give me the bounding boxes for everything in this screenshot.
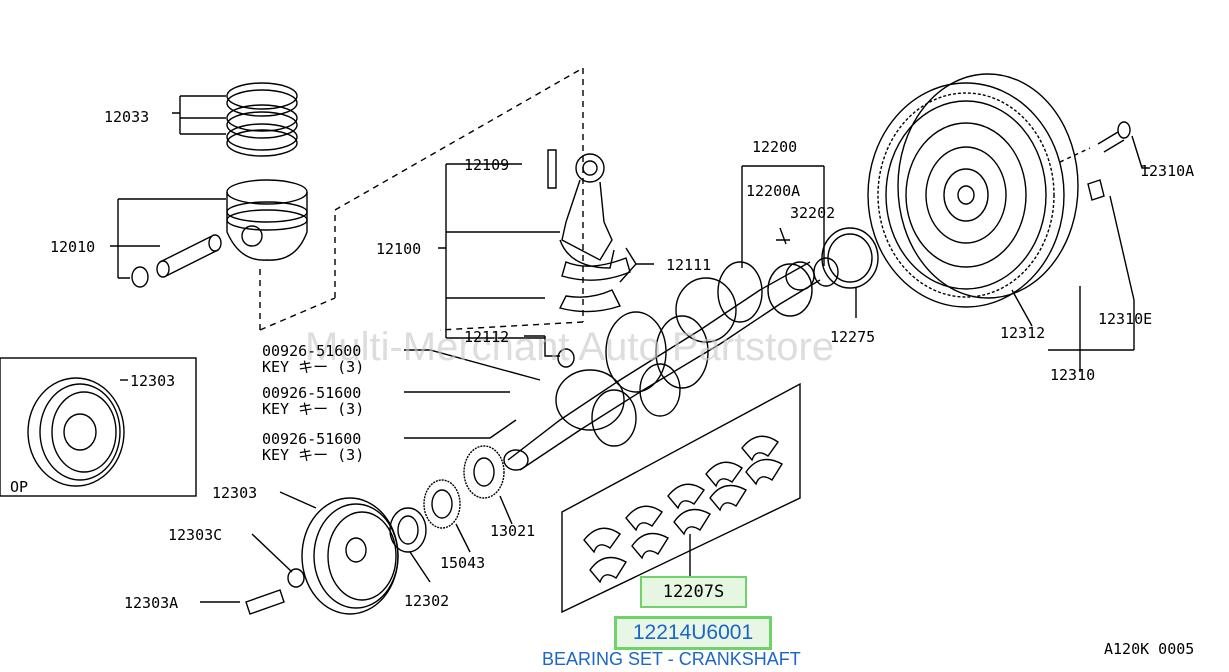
connecting-rod-drawing[interactable] [547,149,631,368]
diagram-code: A120K 0005 [1104,640,1195,658]
op-pulley-drawing[interactable] [27,377,125,487]
callout-12275[interactable]: 12275 [830,328,875,346]
callout-15043[interactable]: 15043 [440,554,485,572]
crankshaft-drawing[interactable] [503,261,821,471]
callout-12207s-label: 12207S [662,582,725,602]
callout-12310e[interactable]: 12310E [1098,310,1152,328]
key3-name: KEY キー (3) [262,446,364,464]
key2-code[interactable]: 00926-51600 [262,384,361,402]
op-label: OP [10,478,28,496]
callout-12303c[interactable]: 12303C [168,526,222,544]
watermark-text: Multi-Merchant Auto Partstore [305,325,834,369]
callout-12111[interactable]: 12111 [666,256,711,274]
callout-12010[interactable]: 12010 [50,238,95,256]
callout-12303a[interactable]: 12303A [124,594,178,612]
callout-32202[interactable]: 32202 [790,204,835,222]
callout-12112[interactable]: 12112 [464,328,509,346]
key2-name: KEY キー (3) [262,400,364,418]
flywheel-drawing[interactable] [867,73,1079,308]
key1-name: KEY キー (3) [262,358,364,376]
piston-drawing[interactable] [131,179,308,288]
callout-12302[interactable]: 12302 [404,592,449,610]
selected-part-number: 12214U6001 [632,621,754,644]
key1-code[interactable]: 00926-51600 [262,342,361,360]
key3-code[interactable]: 00926-51600 [262,430,361,448]
callout-12312[interactable]: 12312 [1000,324,1045,342]
selected-part-description: BEARING SET - CRANKSHAFT [542,649,801,669]
callout-12310a[interactable]: 12310A [1140,162,1194,180]
selected-part-number-box[interactable]: 12214U6001 [614,616,772,650]
callout-12303-op[interactable]: 12303 [130,372,175,390]
callout-12033[interactable]: 12033 [104,108,149,126]
callout-12207s-highlight[interactable]: 12207S [640,576,747,608]
callout-13021[interactable]: 13021 [490,522,535,540]
callout-12200[interactable]: 12200 [752,138,797,156]
main-bearings-drawing[interactable] [583,435,783,584]
callout-12200a[interactable]: 12200A [746,182,800,200]
crank-pulley-drawing[interactable] [301,497,399,615]
callout-12303[interactable]: 12303 [212,484,257,502]
rear-oil-seal-drawing[interactable] [821,227,879,289]
callout-12100[interactable]: 12100 [376,240,421,258]
piston-rings-drawing[interactable] [226,82,298,157]
callout-12310[interactable]: 12310 [1050,366,1095,384]
callout-12109[interactable]: 12109 [464,156,509,174]
